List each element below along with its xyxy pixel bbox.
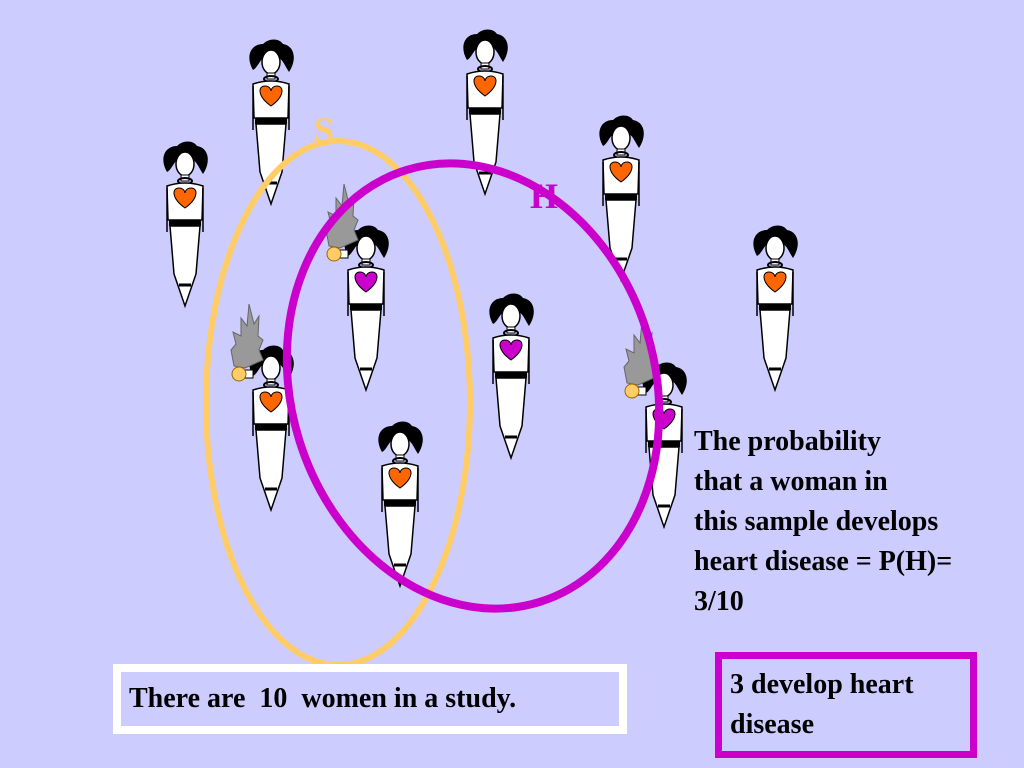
heart-icon [499, 339, 523, 361]
heart-icon [388, 467, 412, 489]
heart-icon [763, 271, 787, 293]
probability-statement: The probability that a woman in this sam… [694, 422, 1014, 622]
set-h-ellipse [282, 159, 664, 613]
belt [648, 441, 680, 447]
skirt [255, 429, 287, 513]
belt [469, 108, 501, 114]
woman-figure [249, 39, 294, 207]
belt [495, 372, 527, 378]
skirt [469, 113, 501, 197]
face [611, 125, 631, 151]
belt [169, 220, 201, 226]
smoke-icon [230, 303, 264, 369]
woman-figure [489, 293, 534, 461]
heart-icon [173, 187, 197, 209]
woman-figure [753, 225, 798, 393]
woman-figure [463, 29, 508, 197]
heart-disease-line: disease [730, 709, 814, 740]
heart-icon [259, 85, 283, 107]
probability-line: that a woman in [694, 466, 888, 497]
woman-figure [623, 320, 687, 530]
heart-icon [354, 271, 378, 293]
belt [255, 424, 287, 430]
face [501, 303, 521, 329]
skirt [384, 505, 416, 589]
probability-line: The probability [694, 426, 881, 457]
face [356, 235, 376, 261]
probability-line: heart disease = P(H)= [694, 546, 953, 577]
cigarette-tip [326, 246, 342, 262]
skirt [495, 377, 527, 461]
study-caption: There are 10 women in a study. [129, 683, 517, 714]
skirt [255, 123, 287, 207]
face [261, 355, 281, 381]
heart-icon [259, 391, 283, 413]
belt [605, 194, 637, 200]
study-caption-box: There are 10 women in a study. [113, 664, 627, 734]
woman-figure [230, 303, 294, 513]
heart-icon [609, 161, 633, 183]
cigarette-tip [231, 366, 247, 382]
skirt [169, 225, 201, 309]
smoke-icon [325, 183, 359, 249]
woman-figure [378, 421, 423, 589]
face [765, 235, 785, 261]
set-h-label: H [530, 176, 559, 216]
belt [384, 500, 416, 506]
probability-line: this sample develops [694, 506, 939, 537]
belt [350, 304, 382, 310]
heart-icon [473, 75, 497, 97]
skirt [350, 309, 382, 393]
heart-disease-box: 3 develop heart disease [715, 652, 977, 758]
belt [759, 304, 791, 310]
women-group [163, 29, 798, 589]
heart-disease-line: 3 develop heart [730, 669, 914, 700]
skirt [759, 309, 791, 393]
skirt [605, 199, 637, 283]
face [475, 39, 495, 65]
belt [255, 118, 287, 124]
face [175, 151, 195, 177]
face [390, 431, 410, 457]
face [261, 49, 281, 75]
probability-line: 3/10 [694, 586, 744, 617]
woman-figure [325, 183, 389, 393]
woman-figure [163, 141, 208, 309]
woman-figure [599, 115, 644, 283]
cigarette-tip [624, 383, 640, 399]
set-s-label: S [314, 110, 335, 150]
